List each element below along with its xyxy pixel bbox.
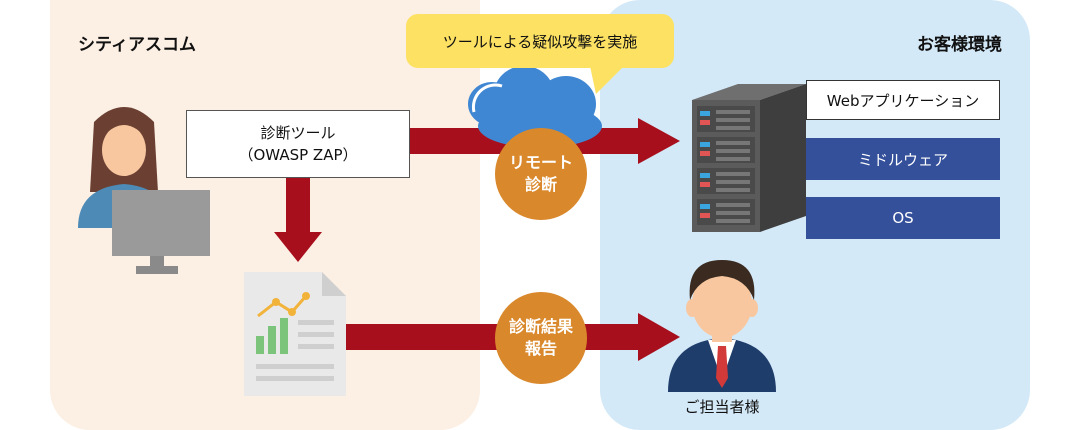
- customer-person-icon: [668, 260, 776, 392]
- report-document-icon: [244, 272, 346, 396]
- remote-diagnosis-badge: リモート 診断: [495, 128, 587, 220]
- customer-label: ご担当者様: [684, 398, 760, 416]
- diagnostic-tool-box: 診断ツール （OWASP ZAP）: [186, 110, 410, 178]
- cloud-icon: [468, 66, 602, 148]
- remote-line1: リモート: [508, 153, 573, 172]
- web-application-layer: Webアプリケーション: [806, 80, 1000, 120]
- speech-bubble: ツールによる疑似攻撃を実施: [406, 14, 674, 68]
- arrow-report-to-customer: [344, 313, 680, 361]
- os-layer: OS: [806, 197, 1000, 239]
- report-line2: 報告: [524, 339, 557, 358]
- remote-line2: 診断: [524, 175, 557, 194]
- tool-name-label: （OWASP ZAP）: [238, 146, 358, 164]
- arrow-tool-to-report: [274, 178, 322, 262]
- report-line1: 診断結果: [508, 317, 573, 336]
- report-badge: 診断結果 報告: [495, 292, 587, 384]
- panel-title-right: お客様環境: [917, 35, 1002, 55]
- panel-title-left: シティアスコム: [78, 35, 196, 55]
- operator-icon: [78, 107, 210, 274]
- server-icon: [692, 84, 806, 232]
- bubble-tail: [590, 66, 624, 94]
- tool-label: 診断ツール: [260, 124, 336, 142]
- middleware-layer: ミドルウェア: [806, 138, 1000, 180]
